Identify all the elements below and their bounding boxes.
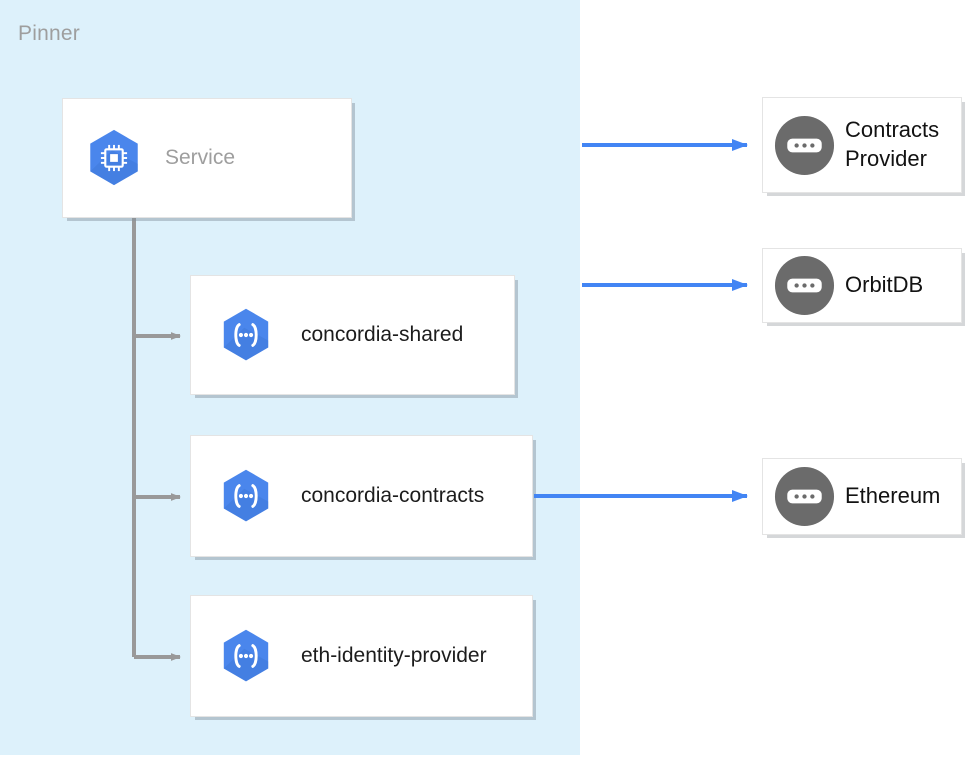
gcp-hexagon-api-icon bbox=[191, 467, 301, 525]
node-service[interactable]: Service bbox=[62, 98, 352, 218]
node-eth-identity-provider[interactable]: eth-identity-provider bbox=[190, 595, 533, 717]
gray-circle-dots-icon bbox=[763, 114, 845, 177]
node-contracts-provider[interactable]: Contracts Provider bbox=[762, 97, 962, 193]
node-orbitdb[interactable]: OrbitDB bbox=[762, 248, 962, 323]
gray-circle-dots-icon bbox=[763, 254, 845, 317]
node-contracts-provider-label: Contracts Provider bbox=[845, 117, 940, 171]
pinner-group-label: Pinner bbox=[18, 22, 80, 45]
node-ethereum-label: Ethereum bbox=[845, 483, 941, 509]
gray-circle-dots-icon bbox=[763, 465, 845, 528]
node-orbitdb-label: OrbitDB bbox=[845, 272, 924, 298]
node-service-label: Service bbox=[165, 145, 236, 169]
node-eth-identity-provider-label: eth-identity-provider bbox=[301, 643, 487, 667]
gcp-hexagon-cpu-icon bbox=[63, 127, 165, 189]
node-concordia-shared-label: concordia-shared bbox=[301, 322, 464, 346]
node-concordia-contracts[interactable]: concordia-contracts bbox=[190, 435, 533, 557]
gcp-hexagon-api-icon bbox=[191, 306, 301, 364]
node-ethereum[interactable]: Ethereum bbox=[762, 458, 962, 535]
node-concordia-contracts-label: concordia-contracts bbox=[301, 483, 485, 507]
node-concordia-shared[interactable]: concordia-shared bbox=[190, 275, 515, 395]
gcp-hexagon-api-icon bbox=[191, 627, 301, 685]
